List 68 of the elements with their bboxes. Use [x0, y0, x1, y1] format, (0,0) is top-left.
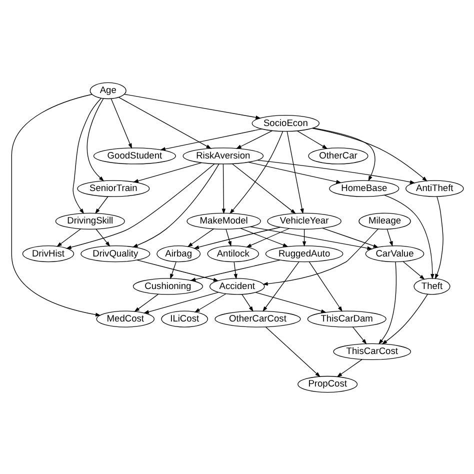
- arrow: [225, 228, 231, 246]
- node-ellipse: RiskAversion: [182, 147, 264, 164]
- arrow: [311, 127, 427, 181]
- node-ellipse: PropCost: [297, 375, 358, 392]
- arrow: [381, 294, 428, 344]
- arrow: [262, 260, 299, 312]
- node-ellipse: Age: [89, 82, 126, 99]
- arrow: [296, 130, 328, 148]
- arrow: [95, 228, 110, 246]
- arrow: [10, 94, 100, 316]
- arrow: [221, 163, 226, 214]
- arrow: [241, 294, 253, 312]
- arrow: [402, 260, 424, 280]
- arrow: [250, 226, 372, 250]
- node-ellipse: Mileage: [358, 212, 410, 230]
- arrow: [160, 128, 262, 150]
- arrow: [86, 98, 104, 181]
- node-ellipse: Antilock: [206, 244, 258, 262]
- arrow: [170, 261, 176, 279]
- arrow: [254, 292, 326, 312]
- arrow: [136, 259, 218, 282]
- arrow: [118, 96, 212, 148]
- node-ellipse: DrivQuality: [80, 244, 150, 262]
- arrow: [434, 196, 443, 279]
- arrow: [134, 293, 158, 312]
- arrow: [312, 127, 375, 181]
- arrow: [256, 159, 415, 184]
- arrow: [308, 260, 342, 312]
- node-ellipse: MakeModel: [186, 212, 260, 230]
- arrow: [232, 163, 296, 214]
- arrow: [246, 228, 290, 247]
- arrow: [65, 163, 214, 249]
- arrow: [386, 228, 392, 246]
- arrow: [240, 228, 288, 246]
- arrow: [229, 130, 283, 214]
- arrow: [56, 228, 80, 246]
- arrow: [286, 130, 304, 214]
- arrow: [194, 292, 226, 312]
- arrow: [352, 326, 366, 344]
- node-ellipse: OtherCarCost: [214, 310, 300, 327]
- arrow: [248, 161, 342, 184]
- node-ellipse: DrivingSkill: [54, 212, 124, 230]
- node-ellipse: ILiCost: [160, 310, 208, 327]
- node-ellipse: ThisCarDam: [306, 310, 386, 327]
- node-ellipse: Theft: [413, 278, 450, 294]
- arrow: [233, 261, 237, 279]
- arrow: [124, 93, 260, 119]
- arrow: [236, 130, 272, 148]
- arrow: [262, 228, 378, 286]
- node-ellipse: RuggedAuto: [264, 244, 343, 262]
- arrow: [110, 98, 132, 148]
- arrow: [94, 196, 108, 214]
- arrow: [302, 228, 306, 246]
- node-ellipse: VehicleYear: [266, 212, 341, 230]
- arrow: [132, 163, 219, 247]
- node-ellipse: ThisCarCost: [332, 342, 411, 360]
- arrow: [378, 261, 396, 344]
- arrow: [322, 227, 378, 248]
- arrow: [336, 358, 362, 377]
- node-ellipse: OtherCar: [308, 147, 368, 164]
- arrow: [190, 259, 280, 281]
- arrow: [143, 292, 218, 314]
- arrow: [72, 97, 102, 214]
- arrow: [132, 162, 202, 182]
- arrow: [193, 226, 280, 248]
- arrow: [264, 326, 320, 377]
- arrow: [384, 194, 434, 279]
- arrow: [186, 228, 214, 247]
